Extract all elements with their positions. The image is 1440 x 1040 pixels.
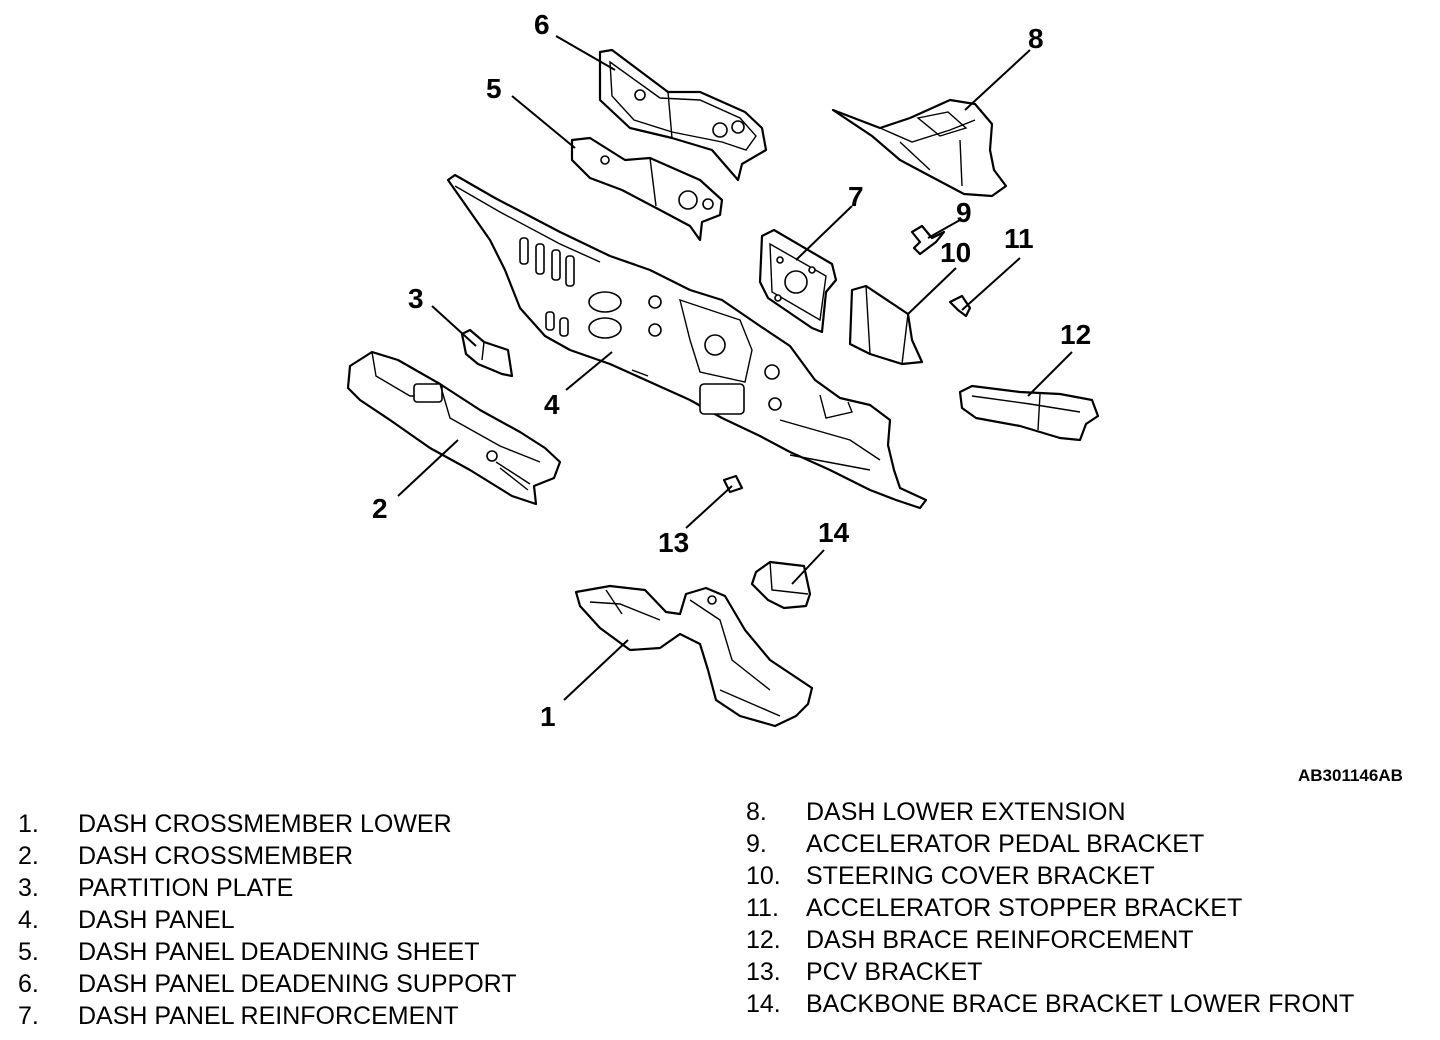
- legend-text: STEERING COVER BRACKET: [806, 862, 1155, 890]
- callout-4: 4: [544, 389, 560, 420]
- part-3-partition-plate: [460, 328, 514, 378]
- legend-item: 10. STEERING COVER BRACKET: [746, 860, 1426, 892]
- leader-line-7: [795, 205, 853, 261]
- part-12-brace-reinforcement: [958, 384, 1100, 442]
- legend-text: BACKBONE BRACE BRACKET LOWER FRONT: [806, 990, 1355, 1018]
- callout-7: 7: [848, 181, 864, 212]
- legend-text: DASH BRACE REINFORCEMENT: [806, 926, 1194, 954]
- legend-item: 5. DASH PANEL DEADENING SHEET: [18, 936, 698, 968]
- legend-item: 7. DASH PANEL REINFORCEMENT: [18, 1000, 698, 1032]
- legend-text: ACCELERATOR STOPPER BRACKET: [806, 894, 1243, 922]
- callout-5: 5: [486, 73, 502, 104]
- part-4-dash-panel: [446, 173, 928, 510]
- legend-text: DASH CROSSMEMBER: [78, 842, 354, 870]
- legend-number: 2.: [18, 842, 39, 870]
- leader-line-5: [511, 95, 576, 149]
- leader-line-8: [964, 49, 1031, 111]
- callout-10: 10: [940, 237, 971, 268]
- part-2-dash-crossmember: [346, 350, 562, 506]
- part-9-pedal-bracket: [910, 224, 946, 256]
- legend-text: DASH PANEL REINFORCEMENT: [78, 1002, 459, 1030]
- legend-number: 14.: [746, 990, 781, 1018]
- legend-item: 11. ACCELERATOR STOPPER BRACKET: [746, 892, 1426, 924]
- callout-6: 6: [534, 9, 550, 40]
- callout-3: 3: [408, 283, 424, 314]
- legend-text: DASH LOWER EXTENSION: [806, 798, 1126, 826]
- leader-line-11: [961, 257, 1021, 311]
- legend-item: 12. DASH BRACE REINFORCEMENT: [746, 924, 1426, 956]
- leader-line-14: [791, 549, 825, 585]
- legend-number: 1.: [18, 810, 39, 838]
- legend-item: 1. DASH CROSSMEMBER LOWER: [18, 808, 698, 840]
- leader-line-4: [565, 351, 613, 391]
- part-8-lower-extension: [831, 98, 1008, 198]
- callout-12: 12: [1060, 319, 1091, 350]
- leader-line-1: [563, 639, 629, 701]
- legend-number: 12.: [746, 926, 781, 954]
- legend-number: 5.: [18, 938, 39, 966]
- part-11-stopper-bracket: [948, 294, 972, 318]
- part-5-deadening-sheet: [570, 136, 724, 242]
- legend-text: DASH PANEL DEADENING SHEET: [78, 938, 480, 966]
- legend-number: 6.: [18, 970, 39, 998]
- legend-text: PCV BRACKET: [806, 958, 983, 986]
- callout-8: 8: [1028, 23, 1044, 54]
- figure-code: AB301146AB: [1298, 766, 1403, 785]
- legend-item: 9. ACCELERATOR PEDAL BRACKET: [746, 828, 1426, 860]
- legend-left-column: 1. DASH CROSSMEMBER LOWER 2. DASH CROSSM…: [18, 808, 698, 1032]
- leader-line-2: [397, 439, 459, 497]
- leader-line-6: [555, 35, 616, 71]
- legend-text: DASH PANEL DEADENING SUPPORT: [78, 970, 517, 998]
- legend-number: 8.: [746, 798, 767, 826]
- leader-line-12: [1027, 351, 1073, 397]
- callout-9: 9: [956, 197, 972, 228]
- part-14-backbone-bracket: [750, 560, 812, 610]
- legend-number: 10.: [746, 862, 781, 890]
- legend-number: 11.: [746, 894, 779, 922]
- part-6-deadening-support: [598, 48, 768, 182]
- legend-text: DASH PANEL: [78, 906, 235, 934]
- legend-item: 8. DASH LOWER EXTENSION: [746, 796, 1426, 828]
- leader-line-3: [431, 305, 477, 347]
- callout-14: 14: [818, 517, 850, 548]
- callout-2: 2: [372, 493, 388, 524]
- callout-13: 13: [658, 527, 689, 558]
- legend-number: 3.: [18, 874, 39, 902]
- part-10-steering-cover-bracket: [848, 284, 924, 366]
- leader-line-13: [685, 485, 733, 529]
- legend-text: ACCELERATOR PEDAL BRACKET: [806, 830, 1205, 858]
- part-7-panel-reinforcement: [758, 228, 838, 334]
- legend-right-column: 8. DASH LOWER EXTENSION 9. ACCELERATOR P…: [746, 796, 1426, 1020]
- legend-number: 13.: [746, 958, 781, 986]
- legend-item: 6. DASH PANEL DEADENING SUPPORT: [18, 968, 698, 1000]
- leader-line-10: [907, 267, 957, 315]
- callout-11: 11: [1004, 223, 1034, 254]
- callout-labels: 6 5 8 7 9 10 11 3 12 4 2 14 13 1: [372, 9, 1091, 732]
- exploded-parts-diagram: 6 5 8 7 9 10 11 3 12 4 2 14 13 1: [346, 9, 1100, 732]
- legend-item: 3. PARTITION PLATE: [18, 872, 698, 904]
- legend-item: 13. PCV BRACKET: [746, 956, 1426, 988]
- leader-lines: [397, 35, 1073, 701]
- legend-text: PARTITION PLATE: [78, 874, 294, 902]
- legend-text: DASH CROSSMEMBER LOWER: [78, 810, 452, 838]
- callout-1: 1: [540, 701, 556, 732]
- legend-number: 7.: [18, 1002, 39, 1030]
- legend-item: 4. DASH PANEL: [18, 904, 698, 936]
- legend-number: 9.: [746, 830, 767, 858]
- legend-item: 2. DASH CROSSMEMBER: [18, 840, 698, 872]
- part-1-crossmember-lower: [574, 584, 814, 728]
- legend-item: 14. BACKBONE BRACE BRACKET LOWER FRONT: [746, 988, 1426, 1020]
- legend-number: 4.: [18, 906, 39, 934]
- leader-line-9: [927, 219, 961, 239]
